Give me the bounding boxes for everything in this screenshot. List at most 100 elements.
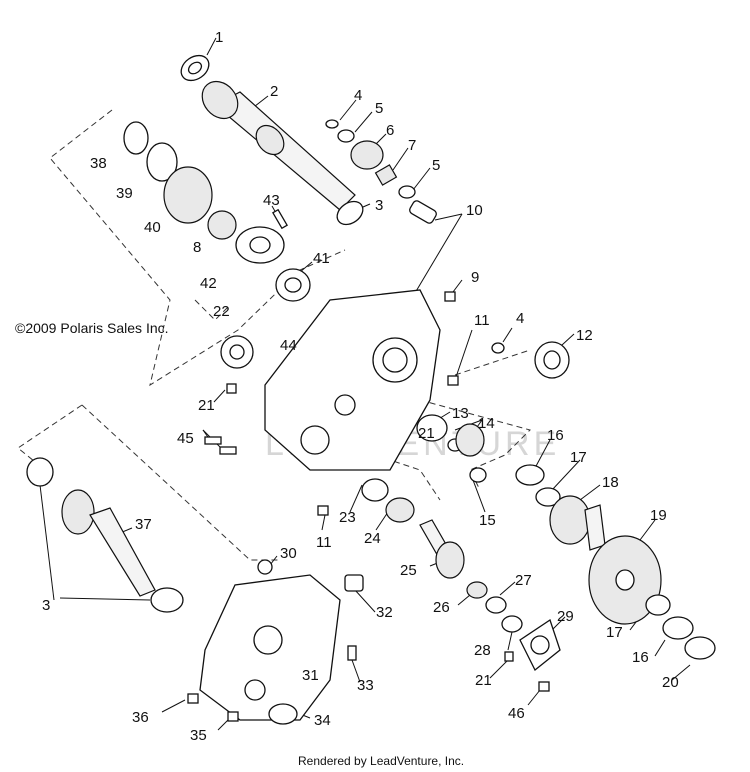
- bolt-21a: [226, 383, 237, 394]
- bolt-43: [272, 208, 288, 230]
- lower-case: [199, 574, 341, 721]
- leader-20: [671, 664, 691, 681]
- bearing-17: [535, 487, 561, 507]
- callout-24: 24: [364, 530, 381, 547]
- washer-27: [485, 596, 507, 614]
- leader-5: [354, 111, 373, 133]
- bolt-9: [444, 291, 456, 302]
- leader-15: [472, 479, 486, 513]
- leader-12: [561, 333, 575, 346]
- callout-12: 12: [576, 327, 593, 344]
- leader-3b: [59, 597, 151, 601]
- callout-39: 39: [116, 185, 133, 202]
- bearing-3-lower-left: [26, 457, 54, 487]
- leader-16b: [654, 639, 666, 657]
- gear-18: [549, 495, 606, 551]
- footer-text: Rendered by LeadVenture, Inc.: [298, 754, 464, 768]
- ring-20: [684, 636, 716, 660]
- leader-7: [392, 147, 409, 171]
- callout-4: 4: [516, 310, 524, 327]
- callout-3: 3: [42, 597, 50, 614]
- sleeve-8: [207, 210, 237, 240]
- leader-3a: [39, 484, 55, 601]
- leader-17: [551, 459, 581, 491]
- leader-46: [527, 689, 541, 706]
- leader-27: [499, 581, 516, 596]
- retainer-42-bore: [249, 236, 271, 254]
- leader-33: [351, 659, 361, 683]
- bearing-7: [374, 164, 398, 186]
- callout-22: 22: [213, 303, 230, 320]
- dowel-45b: [219, 446, 237, 455]
- bearing-41-bore: [284, 277, 302, 293]
- sleeve-10: [409, 200, 437, 224]
- leader-23: [349, 484, 363, 513]
- washer-5: [337, 129, 355, 143]
- leader-18: [579, 484, 601, 501]
- gear-15: [455, 423, 485, 457]
- callout-19: 19: [650, 507, 667, 524]
- bolt-21b: [504, 651, 514, 662]
- leader-21b: [489, 659, 509, 679]
- callout-21: 21: [418, 425, 435, 442]
- bearing-12-bore: [543, 350, 561, 370]
- callout-11: 11: [474, 312, 490, 329]
- leader-24: [375, 511, 389, 531]
- leader-26: [457, 594, 471, 606]
- shaft-2: [201, 80, 356, 211]
- leader-4: [339, 99, 357, 121]
- callout-45: 45: [177, 430, 194, 447]
- gear-40: [163, 166, 213, 224]
- callout-9: 9: [471, 269, 479, 286]
- callout-14: 14: [478, 415, 495, 432]
- dowel-45a: [204, 436, 222, 445]
- callout-36: 36: [132, 709, 149, 726]
- leader-11: [454, 329, 473, 381]
- bearing-24: [385, 497, 415, 523]
- callout-44: 44: [280, 337, 297, 354]
- ring-39: [146, 142, 178, 182]
- leader-36: [161, 699, 186, 713]
- callout-27: 27: [515, 572, 532, 589]
- bolt-46: [538, 681, 550, 692]
- bolt-35: [227, 711, 239, 722]
- callout-8: 8: [193, 239, 201, 256]
- callout-43: 43: [263, 192, 280, 209]
- leader-10a: [434, 213, 463, 221]
- callout-15: 15: [479, 512, 496, 529]
- callout-23: 23: [339, 509, 356, 526]
- callout-7: 7: [408, 137, 416, 154]
- callout-38: 38: [90, 155, 107, 172]
- washer-16b: [662, 616, 694, 640]
- leader-41: [299, 261, 313, 273]
- center-group-outline: [454, 349, 531, 376]
- callout-29: 29: [557, 608, 574, 625]
- callout-2: 2: [270, 83, 278, 100]
- leader-5b: [412, 167, 431, 191]
- callout-4: 4: [354, 87, 362, 104]
- callout-20: 20: [662, 674, 679, 691]
- callout-16: 16: [632, 649, 649, 666]
- cover-29: [519, 618, 561, 672]
- shaft-37: [61, 489, 156, 597]
- callout-26: 26: [433, 599, 450, 616]
- leader-10b: [414, 213, 463, 294]
- callout-6: 6: [386, 122, 394, 139]
- lower-group-outline: [17, 404, 83, 471]
- washer-14b: [469, 467, 487, 483]
- callout-1: 1: [215, 29, 223, 46]
- callout-34: 34: [314, 712, 331, 729]
- callout-21: 21: [475, 672, 492, 689]
- shaft-25: [419, 519, 465, 579]
- callout-25: 25: [400, 562, 417, 579]
- seal-13: [416, 414, 448, 442]
- seal-22-bore: [229, 344, 245, 360]
- callout-46: 46: [508, 705, 525, 722]
- gear-19-hub: [615, 569, 635, 591]
- callout-11: 11: [316, 534, 332, 551]
- leader-16: [534, 439, 551, 469]
- callout-18: 18: [602, 474, 619, 491]
